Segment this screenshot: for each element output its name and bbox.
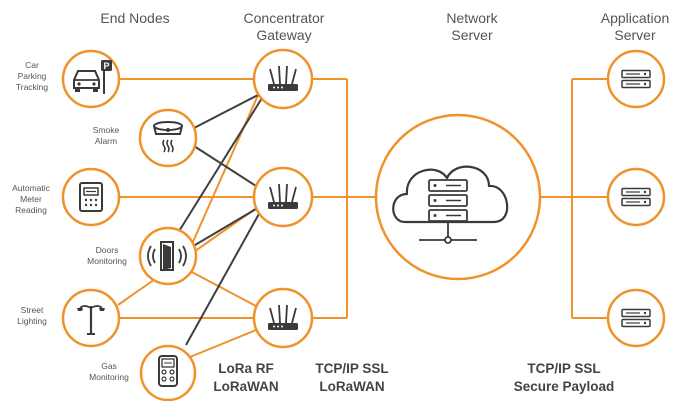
link-doors-gw2 (189, 208, 257, 249)
link-gas-gw2 (185, 211, 261, 346)
application-server-1 (606, 49, 666, 109)
smoke-alarm-icon (153, 121, 183, 153)
end-node-car-parking: P (61, 49, 121, 109)
application-server-3 (606, 288, 666, 348)
link-doors-gw1 (187, 92, 260, 254)
header-end-nodes: End Nodes (100, 10, 170, 26)
cloud-server-icon (392, 165, 509, 244)
protocol-radio: LoRa RF LoRaWAN (213, 361, 279, 394)
gateway-1 (252, 48, 314, 110)
label-car-parking: Car Parking Tracking (15, 60, 49, 92)
end-node-doors (138, 226, 198, 286)
label-meter: Automatic Meter Reading (12, 183, 50, 215)
header-gateway: Concentrator Gateway (243, 10, 325, 43)
link-doors-gw3 (187, 269, 257, 307)
label-gas: Gas Monitoring (89, 361, 129, 382)
gas-sensor-icon (158, 355, 178, 387)
end-node-meter (61, 167, 121, 227)
backhaul-links (312, 78, 376, 319)
protocol-backhaul: TCP/IP SSL LoRaWAN (315, 361, 389, 394)
header-network-server: Network Server (446, 10, 498, 43)
end-node-street-lighting (61, 288, 121, 348)
meter-icon (79, 182, 103, 212)
label-street-lighting: Street Lighting (17, 305, 47, 326)
label-smoke-alarm: Smoke Alarm (92, 125, 120, 146)
street-light-icon (77, 305, 105, 335)
end-node-smoke-alarm (138, 108, 198, 168)
gateway-3 (252, 287, 314, 349)
svg-text:P: P (103, 61, 109, 71)
header-application-server: Application Server (600, 10, 670, 43)
link-smoke-gw2 (193, 145, 257, 187)
end-node-gas (139, 344, 197, 401)
application-links (540, 78, 608, 319)
application-server-2 (606, 167, 666, 227)
gateway-2 (252, 166, 314, 228)
car-parking-icon: P (73, 60, 112, 94)
link-gw1-doors (175, 97, 263, 237)
label-doors: Doors Monitoring (87, 245, 127, 266)
network-server-node (374, 113, 542, 281)
protocol-application: TCP/IP SSL Secure Payload (513, 361, 615, 394)
link-smoke-gw1 (193, 94, 259, 129)
link-gas-gw3 (189, 329, 257, 358)
door-sensor-icon (147, 241, 187, 271)
